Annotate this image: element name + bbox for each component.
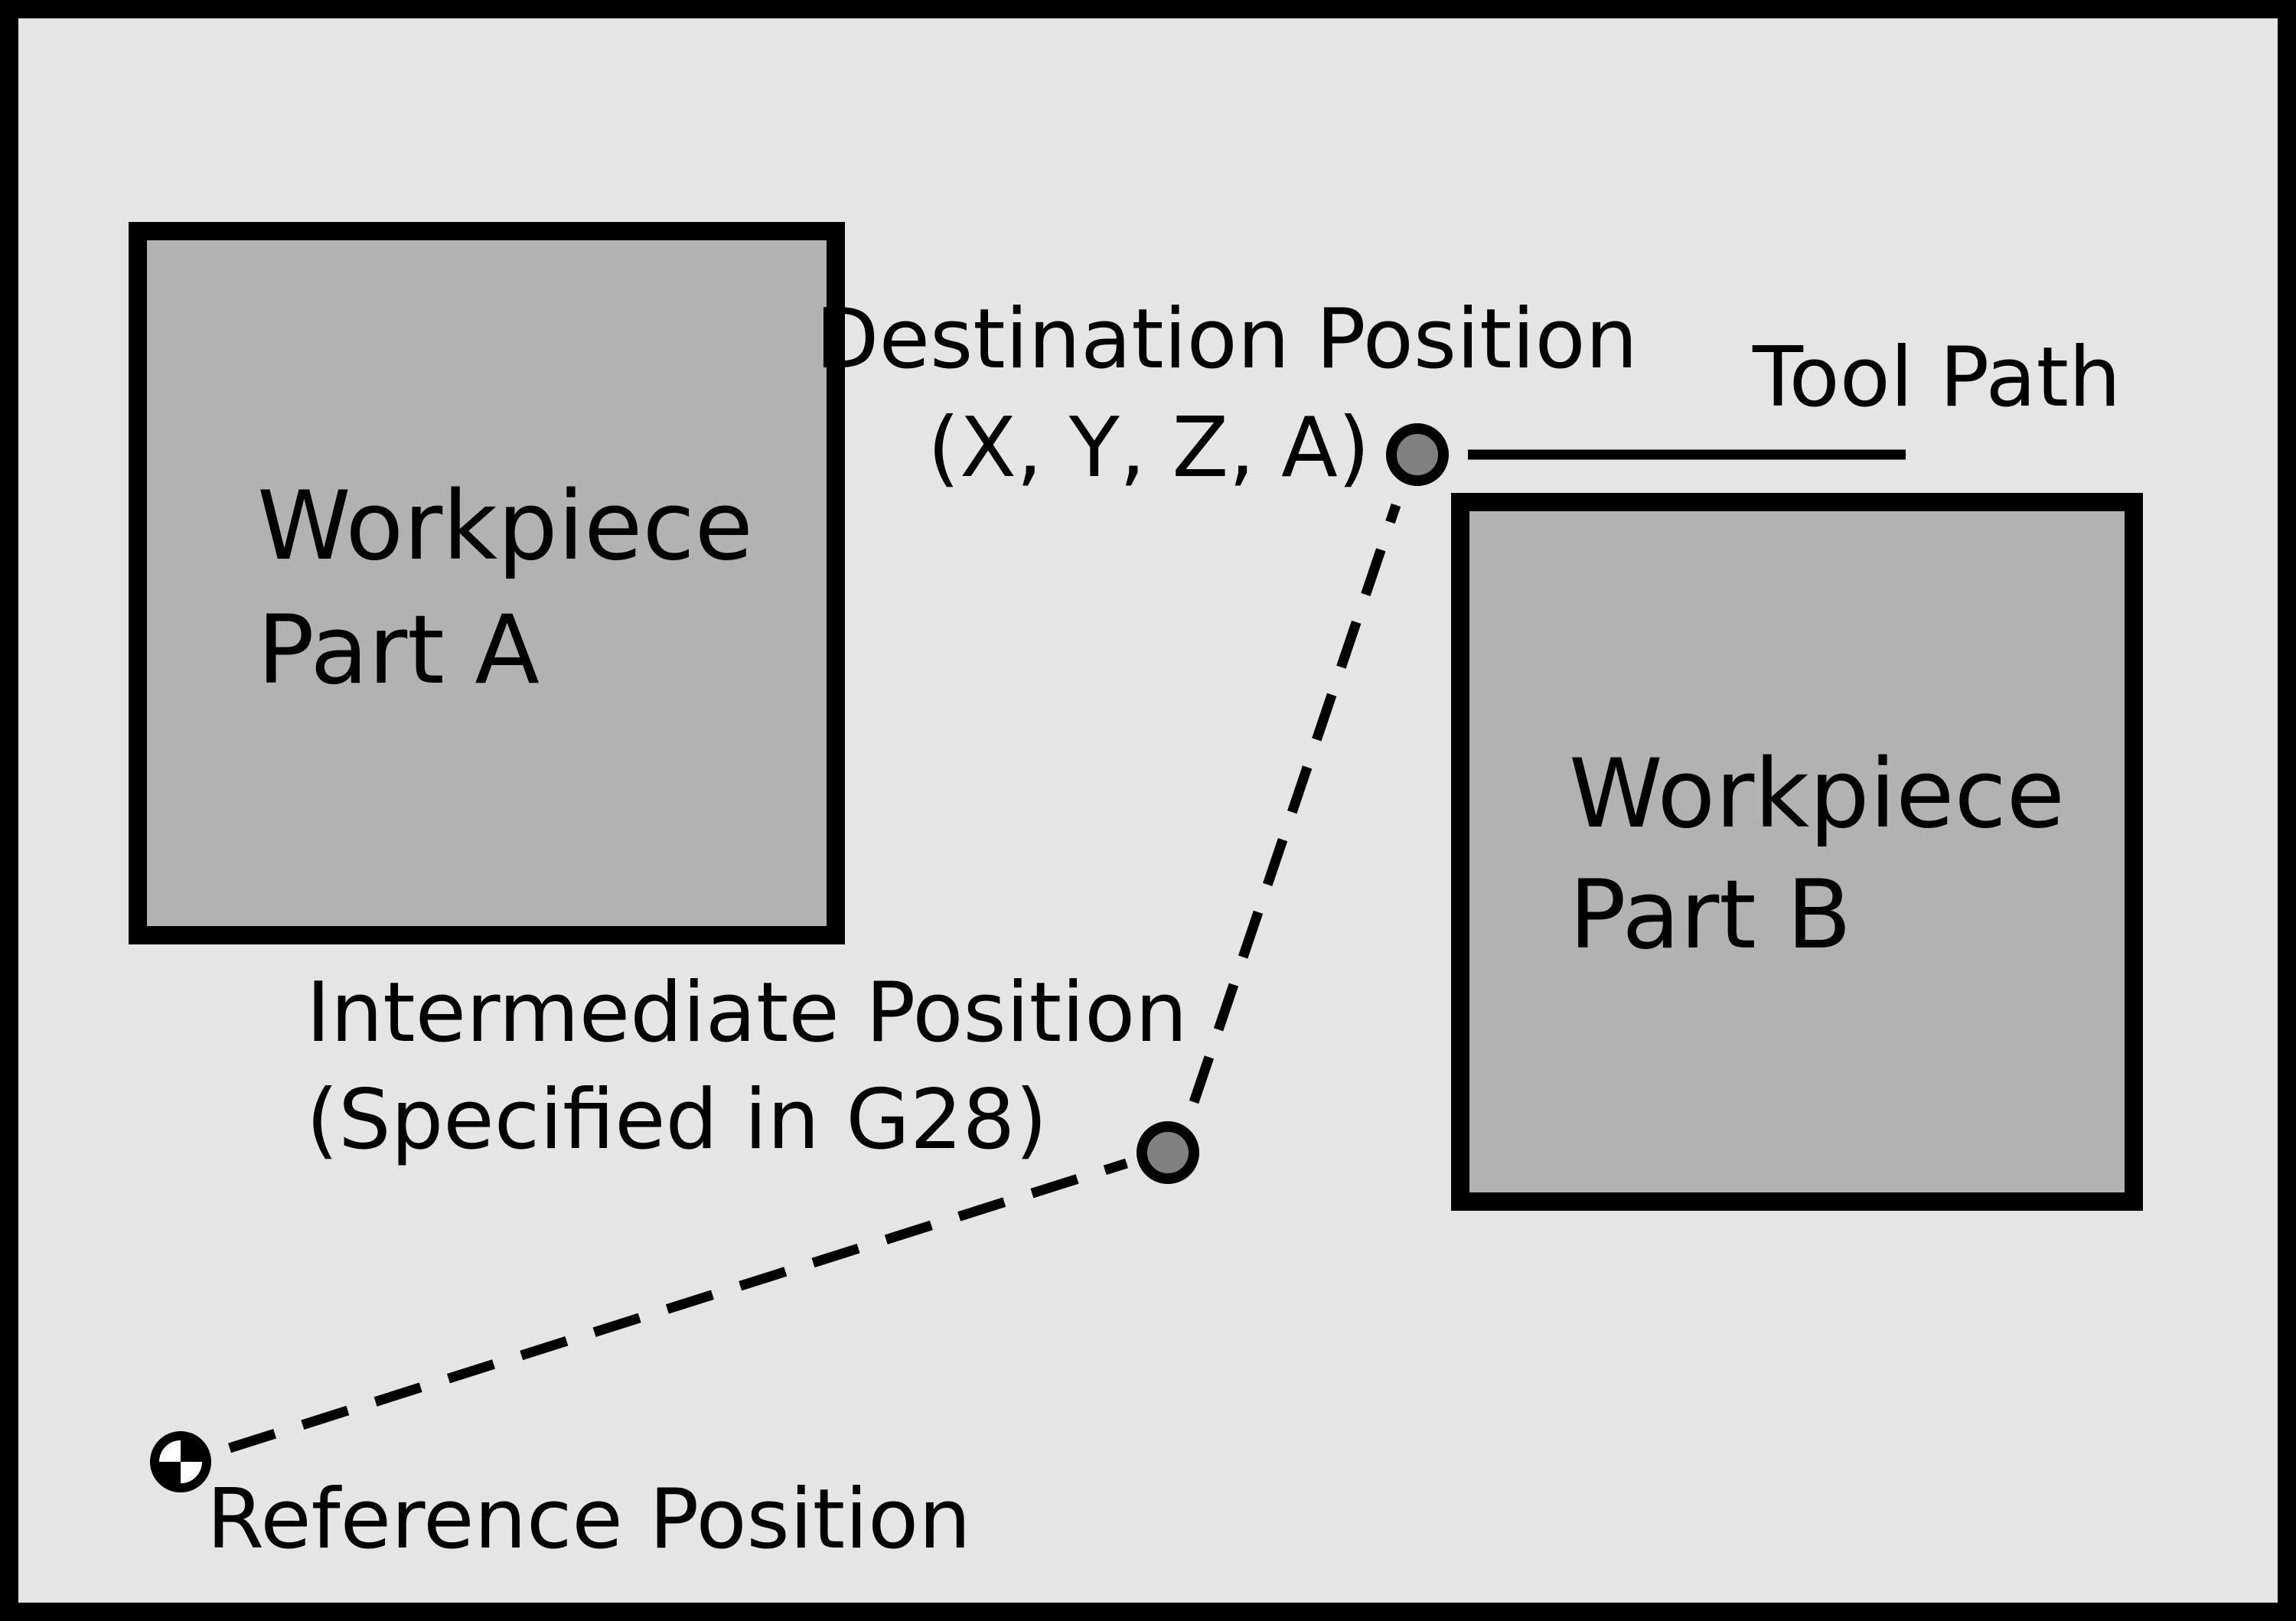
intermediate-point	[1137, 1121, 1199, 1184]
workpiece-part-b: Workpiece Part B	[1451, 493, 2143, 1211]
reference-label: Reference Position	[207, 1472, 971, 1567]
workpiece-a-label-line2: Part A	[257, 595, 540, 706]
workpiece-b-box	[1451, 493, 2143, 1211]
path-intermediate-to-destination	[1189, 503, 1401, 1104]
destination-label-line2: (X, Y, Z, A)	[928, 400, 1370, 496]
destination-point	[1386, 423, 1449, 486]
intermediate-label-line1: Intermediate Position	[306, 965, 1188, 1061]
workpiece-part-a: Workpiece Part A	[129, 222, 845, 944]
workpiece-a-label-line1: Workpiece	[257, 471, 753, 582]
workpiece-a-box	[129, 222, 845, 944]
workpiece-b-label-line1: Workpiece	[1569, 739, 2065, 850]
reference-point-icon	[150, 1431, 211, 1492]
path-reference-to-intermediate	[228, 1158, 1128, 1453]
workpiece-b-label-line2: Part B	[1569, 860, 1851, 970]
tool-path-label: Tool Path	[1752, 330, 2121, 426]
destination-label-line1: Destination Position	[815, 292, 1638, 387]
intermediate-label-line2: (Specified in G28)	[306, 1072, 1047, 1168]
